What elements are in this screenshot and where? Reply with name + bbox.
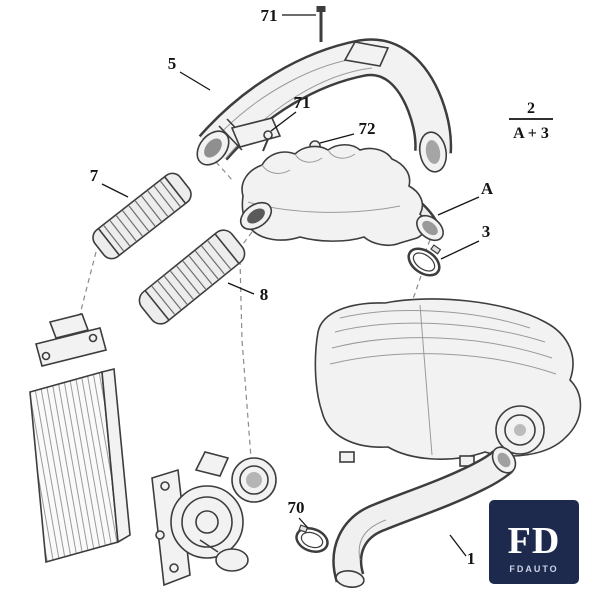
intercooler-drawing (29, 313, 131, 564)
bolt-71-top-drawing (316, 6, 326, 42)
air-filter-housing-drawing (314, 298, 582, 467)
callout-71-mid: 71 (294, 93, 311, 112)
assembly-dash-lines (77, 161, 431, 459)
ratio-denominator: A + 3 (513, 125, 549, 142)
fdauto-logo: FD FDAUTO (489, 500, 579, 584)
clamp-70-drawing (295, 524, 329, 553)
callout-3: 3 (482, 222, 491, 241)
callout-70: 70 (288, 498, 305, 517)
resonator-duct-drawing (239, 143, 444, 246)
callout-5: 5 (168, 54, 177, 73)
ratio-note: 2 A + 3 (509, 100, 553, 142)
callout-7: 7 (90, 166, 99, 185)
clamp-3-drawing (407, 244, 442, 277)
turbocharger-drawing (151, 451, 277, 587)
corrugated-hose-8-drawing (138, 229, 246, 325)
logo-initials: FD (508, 520, 561, 562)
callout-8: 8 (260, 285, 269, 304)
logo-name: FDAUTO (509, 564, 558, 574)
callout-71-top: 71 (261, 6, 278, 25)
corrugated-hose-7-drawing (92, 172, 192, 260)
callout-leaders (101, 14, 480, 557)
bolt-71-mid-drawing (262, 130, 273, 152)
upper-hose-drawing (196, 38, 453, 173)
callout-1: 1 (467, 549, 476, 568)
ratio-numerator: 2 (527, 100, 535, 117)
callout-labels: 71 5 71 72 7 A 3 8 70 1 (90, 6, 494, 568)
lower-duct-drawing (332, 446, 517, 588)
callout-72: 72 (359, 119, 376, 138)
logo-background (489, 500, 579, 584)
callout-A: A (481, 179, 494, 198)
